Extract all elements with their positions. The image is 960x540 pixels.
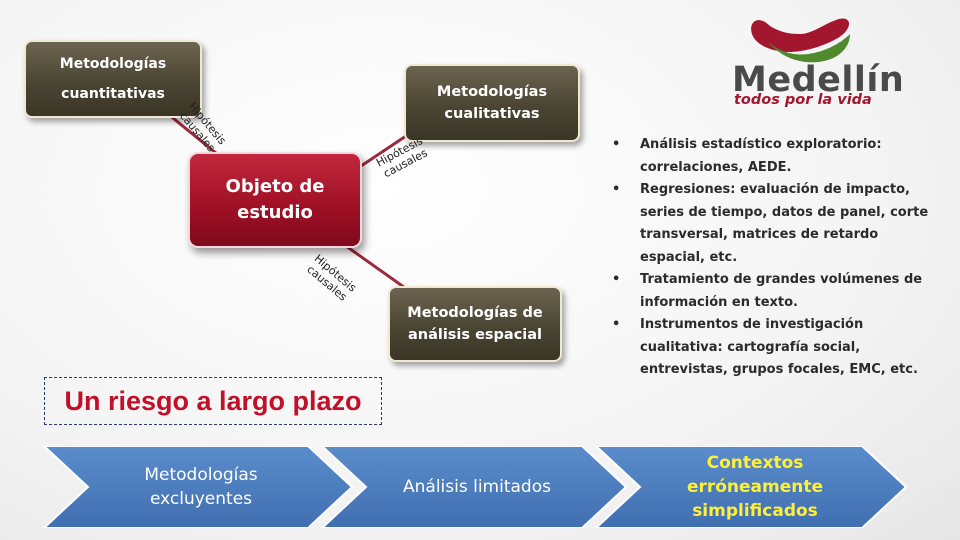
connector-cualitativas <box>357 130 413 170</box>
bullet-symbol: • <box>612 317 621 332</box>
chevron-3 <box>594 446 908 528</box>
bullet-item: • Instrumentos de investigación cualitati… <box>612 314 932 382</box>
bullet-text: Análisis estadístico exploratorio: corre… <box>640 137 882 175</box>
node-espacial-line1: Metodologías de <box>407 305 543 321</box>
node-objeto-line2: estudio <box>237 202 313 223</box>
bullet-text: Regresiones: evaluación de impacto, seri… <box>640 182 929 265</box>
process-step-2-line1: Análisis limitados <box>403 477 551 497</box>
connector-cuantitativas <box>167 112 223 160</box>
chevron-1 <box>42 446 354 528</box>
medellin-logo-icon <box>751 18 850 63</box>
logo-tagline: todos por la vida <box>734 92 872 108</box>
node-cualitativas-line1: Metodologías <box>436 84 548 100</box>
node-metodologias-cuantitativas: Metodologías cuantitativas <box>24 40 202 118</box>
bullet-item: • Análisis estadístico exploratorio: corr… <box>612 134 932 179</box>
bullet-symbol: • <box>612 272 621 287</box>
bullet-symbol: • <box>612 182 621 197</box>
node-cuantitativas-line1: Metodologías <box>59 56 167 72</box>
process-step-2: Análisis limitados <box>352 446 602 528</box>
process-step-3-line1: Contextos <box>706 453 804 473</box>
bullet-text: Tratamiento de grandes volúmenes de info… <box>640 272 923 310</box>
bullet-item: • Tratamiento de grandes volúmenes de inf… <box>612 269 932 314</box>
callout-riesgo-largo-plazo: Un riesgo a largo plazo <box>44 377 382 425</box>
node-objeto-line1: Objeto de <box>225 176 325 197</box>
node-metodologias-analisis-espacial: Metodologías de análisis espacial <box>388 286 562 362</box>
process-step-3: Contextos erróneamente simplificados <box>626 446 884 528</box>
chevron-2 <box>320 446 628 528</box>
node-objeto-de-estudio: Objeto de estudio <box>188 152 362 248</box>
logo-wordmark: Medellín <box>732 60 905 100</box>
bullet-item: • Regresiones: evaluación de impacto, ser… <box>612 179 932 269</box>
methods-bullet-list: • Análisis estadístico exploratorio: corr… <box>612 134 932 382</box>
node-cualitativas-line2: cualitativas <box>444 106 540 122</box>
bullet-text: Instrumentos de investigación cualitativ… <box>640 317 918 377</box>
bullet-symbol: • <box>612 137 621 152</box>
process-step-1-line2: excluyentes <box>149 489 253 509</box>
node-cuantitativas-line2: cuantitativas <box>61 86 165 102</box>
process-chevrons <box>42 446 908 528</box>
process-step-3-line3: simplificados <box>692 501 818 521</box>
node-metodologias-cualitativas: Metodologías cualitativas <box>404 64 580 142</box>
connector-espacial <box>345 244 409 292</box>
node-espacial-line2: análisis espacial <box>407 327 543 343</box>
process-step-1: Metodologías excluyentes <box>78 446 324 528</box>
process-step-3-line2: erróneamente <box>686 477 824 497</box>
process-step-1-line1: Metodologías <box>144 465 258 485</box>
